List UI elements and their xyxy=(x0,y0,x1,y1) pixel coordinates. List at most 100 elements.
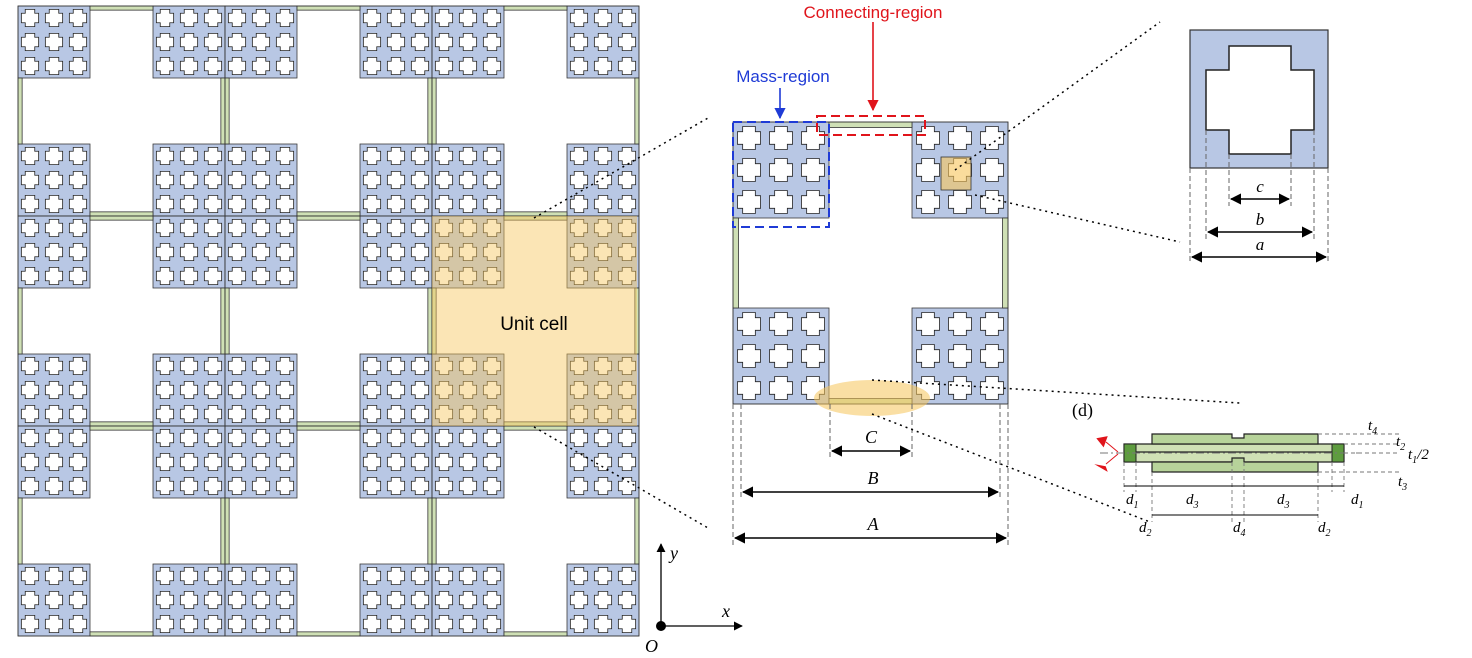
dim-b-label: b xyxy=(1256,210,1265,229)
hole xyxy=(251,566,271,586)
hole xyxy=(593,404,613,424)
hole xyxy=(980,126,1004,150)
hole xyxy=(275,56,295,76)
hole xyxy=(458,242,478,262)
hole xyxy=(44,380,64,400)
hole xyxy=(362,428,382,448)
connector xyxy=(828,121,913,128)
hole xyxy=(569,8,589,28)
hole xyxy=(203,476,223,496)
hole xyxy=(362,194,382,214)
hole xyxy=(362,356,382,376)
hole xyxy=(251,380,271,400)
hole xyxy=(68,452,88,472)
hole xyxy=(203,452,223,472)
hole xyxy=(386,590,406,610)
hole xyxy=(482,614,502,634)
hole xyxy=(386,356,406,376)
hole xyxy=(617,476,637,496)
hole xyxy=(593,566,613,586)
hole xyxy=(68,404,88,424)
hole xyxy=(179,242,199,262)
hole xyxy=(482,404,502,424)
hole xyxy=(68,32,88,52)
hole xyxy=(482,566,502,586)
hole xyxy=(386,32,406,52)
hole xyxy=(227,614,247,634)
hole xyxy=(20,56,40,76)
hole xyxy=(617,266,637,286)
hole xyxy=(155,146,175,166)
hole xyxy=(68,218,88,238)
hole xyxy=(617,590,637,610)
connector xyxy=(89,421,154,427)
hole xyxy=(68,590,88,610)
hole xyxy=(44,428,64,448)
hole xyxy=(251,146,271,166)
hole xyxy=(434,590,454,610)
hole xyxy=(769,126,793,150)
hole xyxy=(482,356,502,376)
hole-inset: c b a xyxy=(1189,29,1329,264)
dimension-lines xyxy=(732,404,1009,545)
axis-x-label: x xyxy=(721,601,730,621)
hole xyxy=(569,566,589,586)
hole xyxy=(410,266,430,286)
hole xyxy=(68,146,88,166)
connector xyxy=(220,77,226,145)
origin-dot-icon xyxy=(656,621,666,631)
hole xyxy=(593,476,613,496)
hole xyxy=(179,218,199,238)
hole xyxy=(179,8,199,28)
hole xyxy=(203,614,223,634)
connector-section-panel: (d) d1 d2 d3 d4 d3 xyxy=(1072,400,1429,539)
hole-highlight xyxy=(940,156,972,191)
hole xyxy=(44,194,64,214)
dim-t1: t1/2 xyxy=(1408,447,1429,466)
hole xyxy=(275,590,295,610)
hole xyxy=(593,242,613,262)
hole xyxy=(275,614,295,634)
hole xyxy=(737,312,761,336)
hole xyxy=(44,356,64,376)
hole xyxy=(251,452,271,472)
hole xyxy=(593,56,613,76)
hole xyxy=(410,56,430,76)
connector xyxy=(224,497,230,565)
hole xyxy=(20,170,40,190)
hole xyxy=(227,590,247,610)
hole xyxy=(227,452,247,472)
hole xyxy=(20,380,40,400)
dim-A-label: A xyxy=(867,514,880,534)
connector xyxy=(17,287,23,355)
hole xyxy=(617,356,637,376)
hole xyxy=(44,614,64,634)
hole xyxy=(227,56,247,76)
hole xyxy=(410,428,430,448)
hole xyxy=(482,428,502,448)
hole xyxy=(227,380,247,400)
hole xyxy=(251,32,271,52)
hole xyxy=(482,266,502,286)
hole xyxy=(386,218,406,238)
hole xyxy=(410,404,430,424)
hole xyxy=(362,476,382,496)
hole xyxy=(916,344,940,368)
hole xyxy=(20,266,40,286)
hole xyxy=(44,170,64,190)
hole xyxy=(275,242,295,262)
hole xyxy=(275,32,295,52)
connector-highlight xyxy=(814,380,930,416)
hole xyxy=(20,404,40,424)
connecting-region-label: Connecting-region xyxy=(804,3,943,22)
hole xyxy=(44,404,64,424)
hole xyxy=(617,146,637,166)
hole xyxy=(227,170,247,190)
hole xyxy=(155,170,175,190)
hole xyxy=(482,194,502,214)
hole xyxy=(362,404,382,424)
hole xyxy=(362,56,382,76)
hole xyxy=(617,566,637,586)
hole xyxy=(251,266,271,286)
hole xyxy=(458,428,478,448)
